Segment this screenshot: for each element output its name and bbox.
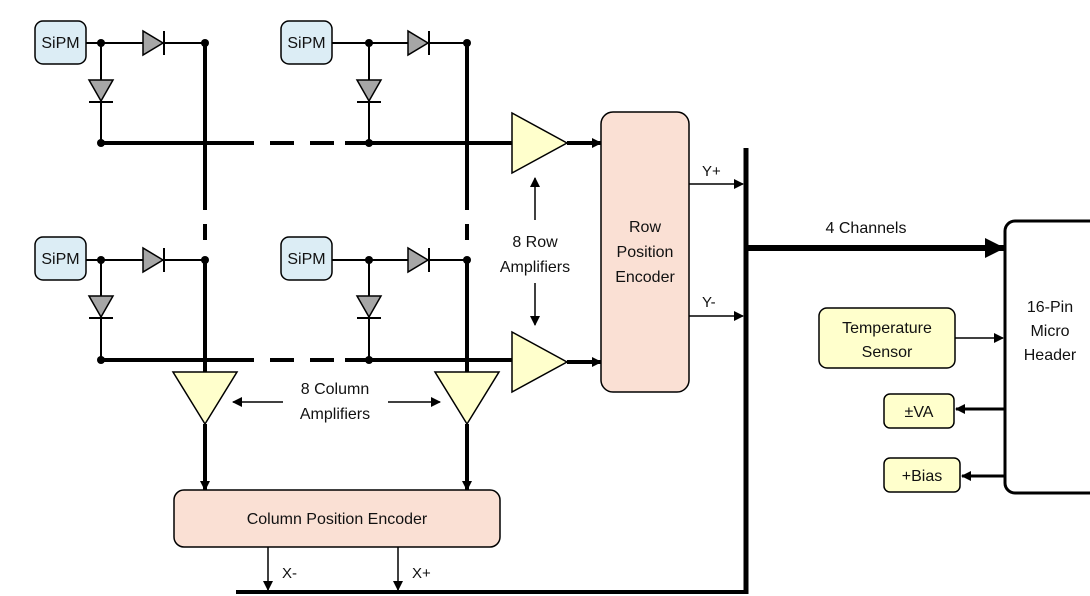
x-minus-output: X- <box>263 547 297 591</box>
svg-text:Encoder: Encoder <box>615 269 675 286</box>
row-amplifiers-label: 8 Row Amplifiers <box>500 177 570 326</box>
svg-text:Micro: Micro <box>1030 323 1069 340</box>
svg-text:Y+: Y+ <box>702 163 721 180</box>
diode <box>142 29 165 57</box>
svg-text:X+: X+ <box>412 565 431 582</box>
column-lines <box>203 43 469 372</box>
row-amplifier-top <box>511 111 602 175</box>
diode <box>87 79 115 103</box>
svg-text:Row: Row <box>629 219 661 236</box>
column-amplifiers-label: 8 Column Amplifiers <box>232 381 441 423</box>
svg-text:Header: Header <box>1024 347 1077 364</box>
y-minus-output: Y- <box>689 294 744 321</box>
sipm-label: SiPM <box>41 251 79 268</box>
sipm-cell-bottom-right: SiPM <box>280 236 471 364</box>
column-amplifier-right <box>433 371 501 491</box>
diode <box>355 295 383 319</box>
svg-text:4 Channels: 4 Channels <box>826 220 907 237</box>
row-position-encoder: Row Position Encoder <box>600 111 690 393</box>
sipm-box <box>280 236 333 281</box>
svg-text:Amplifiers: Amplifiers <box>500 259 570 276</box>
svg-text:Column Position Encoder: Column Position Encoder <box>247 511 428 528</box>
va-supply: ±VA <box>883 393 1006 429</box>
column-position-encoder: Column Position Encoder <box>173 489 501 548</box>
sipm-cell-bottom-left: SiPM <box>34 236 209 364</box>
diode <box>407 29 430 57</box>
svg-text:Temperature: Temperature <box>842 320 932 337</box>
diode <box>142 246 165 274</box>
svg-text:X-: X- <box>282 565 297 582</box>
diode <box>355 79 383 103</box>
svg-text:Amplifiers: Amplifiers <box>300 406 370 423</box>
signal-bus: 4 Channels <box>236 148 1005 594</box>
row-lines <box>101 141 512 362</box>
bias-supply: +Bias <box>883 457 1006 493</box>
svg-text:16-Pin: 16-Pin <box>1027 299 1073 316</box>
sipm-label: SiPM <box>287 35 325 52</box>
temperature-sensor: Temperature Sensor <box>818 307 1004 369</box>
svg-text:8 Column: 8 Column <box>301 381 369 398</box>
x-plus-output: X+ <box>393 547 431 591</box>
diode <box>407 246 430 274</box>
sipm-label: SiPM <box>41 35 79 52</box>
y-plus-output: Y+ <box>689 163 744 189</box>
svg-text:8 Row: 8 Row <box>512 234 558 251</box>
sipm-cell-top-left: SiPM <box>34 20 209 147</box>
sipm-label: SiPM <box>287 251 325 268</box>
svg-text:Sensor: Sensor <box>862 344 913 361</box>
svg-text:±VA: ±VA <box>905 404 934 421</box>
row-amplifier-bottom <box>511 330 602 394</box>
sipm-box <box>34 236 87 281</box>
svg-text:Y-: Y- <box>702 294 716 311</box>
sipm-cell-top-right: SiPM <box>280 20 471 147</box>
diode <box>87 295 115 319</box>
column-amplifier-left <box>171 371 239 491</box>
micro-header-16-pin: 16-Pin Micro Header <box>1003 219 1090 495</box>
svg-text:Position: Position <box>617 244 674 261</box>
svg-text:+Bias: +Bias <box>902 468 942 485</box>
